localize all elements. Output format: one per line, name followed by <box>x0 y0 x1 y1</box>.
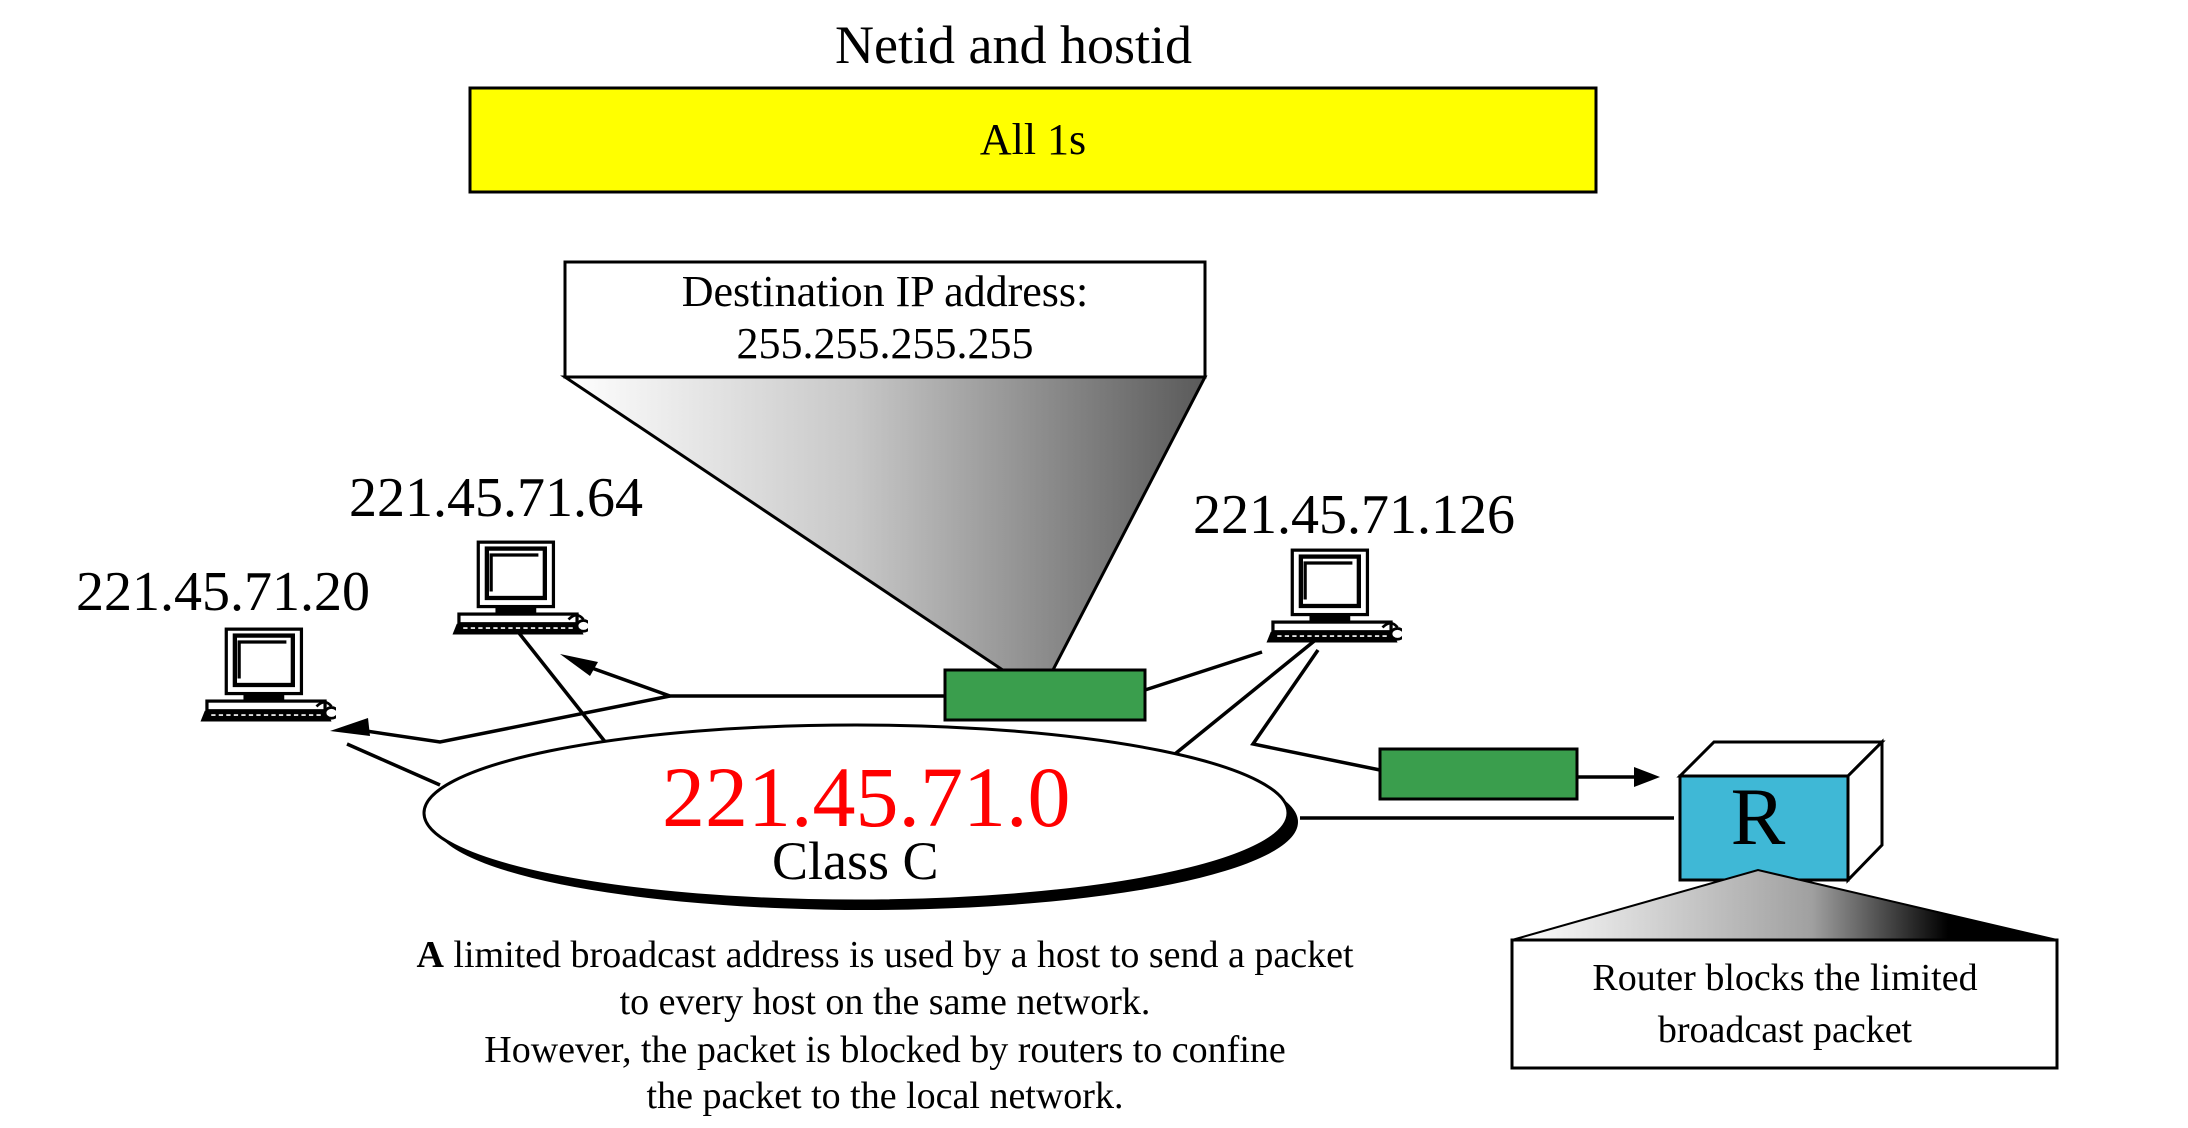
destination-address: 255.255.255.255 <box>736 319 1034 368</box>
network-address: 221.45.71.0 <box>662 749 1071 845</box>
destination-label: Destination IP address: <box>681 267 1089 316</box>
arrow-to-host-20 <box>330 718 370 736</box>
network-links <box>345 626 1674 820</box>
router-letter: R <box>1730 771 1786 862</box>
network-class-label: Class C <box>772 831 939 891</box>
all-ones-field <box>468 86 1598 194</box>
router-callout-cone <box>1511 868 2058 941</box>
arrow-to-router <box>1634 767 1660 787</box>
destination-callout-box <box>563 260 1207 379</box>
broadcast-packet <box>943 668 1147 722</box>
caption-line: the packet to the local network. <box>646 1075 1124 1117</box>
caption-line: However, the packet is blocked by router… <box>484 1029 1286 1071</box>
router-note-line: broadcast packet <box>1657 1009 1913 1051</box>
router-note-box <box>1510 938 2059 1070</box>
network-ellipse <box>422 723 1290 903</box>
packet-to-router <box>1378 747 1579 801</box>
host-ip-label: 221.45.71.20 <box>76 561 370 623</box>
computer-icon <box>201 629 338 721</box>
caption-lead: A <box>416 934 444 976</box>
computer-icon <box>453 542 590 634</box>
computer-icon <box>1267 550 1404 642</box>
router-icon <box>1676 738 1886 884</box>
callout-cone <box>560 375 1208 698</box>
host-ip-label: 221.45.71.126 <box>1193 484 1515 546</box>
caption-line1-text: limited broadcast address is used by a h… <box>443 934 1354 976</box>
arrowheads <box>330 654 1660 787</box>
caption-line: A limited broadcast address is used by a… <box>340 934 1430 977</box>
router-note-line: Router blocks the limited <box>1592 957 1978 999</box>
all-ones-label: All 1s <box>979 115 1087 164</box>
caption-line: to every host on the same network. <box>619 981 1151 1023</box>
host-ip-label: 221.45.71.64 <box>349 467 643 529</box>
arrow-to-host-64 <box>560 654 598 676</box>
diagram-title: Netid and hostid <box>835 15 1192 75</box>
